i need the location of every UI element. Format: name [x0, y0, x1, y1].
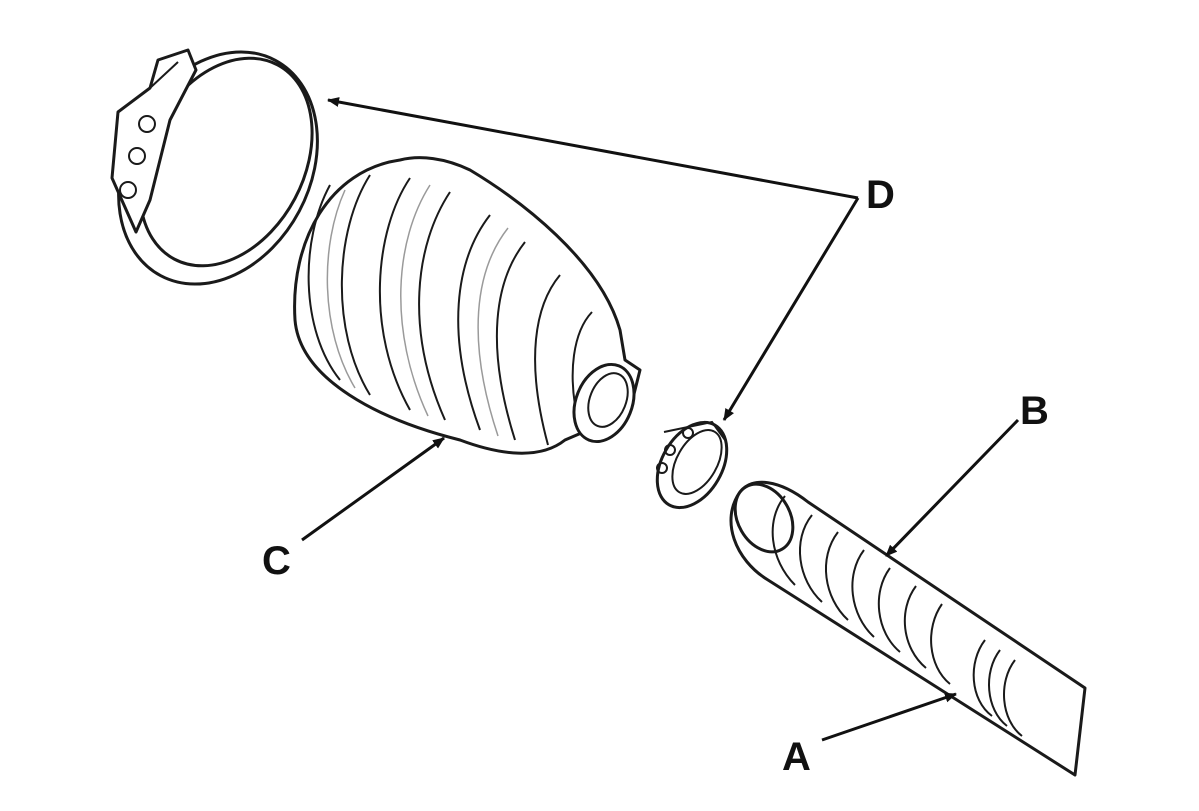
leader-c-boot [301, 436, 445, 542]
label-c: C [262, 539, 291, 583]
label-b: B [1020, 389, 1049, 433]
large-boot-band [110, 48, 319, 286]
leader-d-small-band [722, 197, 860, 421]
label-d: D [866, 173, 895, 217]
leader-b-tape [884, 418, 1020, 558]
label-a: A [782, 735, 811, 779]
driveshaft [729, 480, 1087, 777]
leader-d-large-band [327, 97, 859, 200]
leader-lines [301, 97, 1020, 742]
small-boot-band [655, 420, 729, 510]
leader-a-groove [821, 692, 957, 742]
boot [293, 156, 642, 455]
